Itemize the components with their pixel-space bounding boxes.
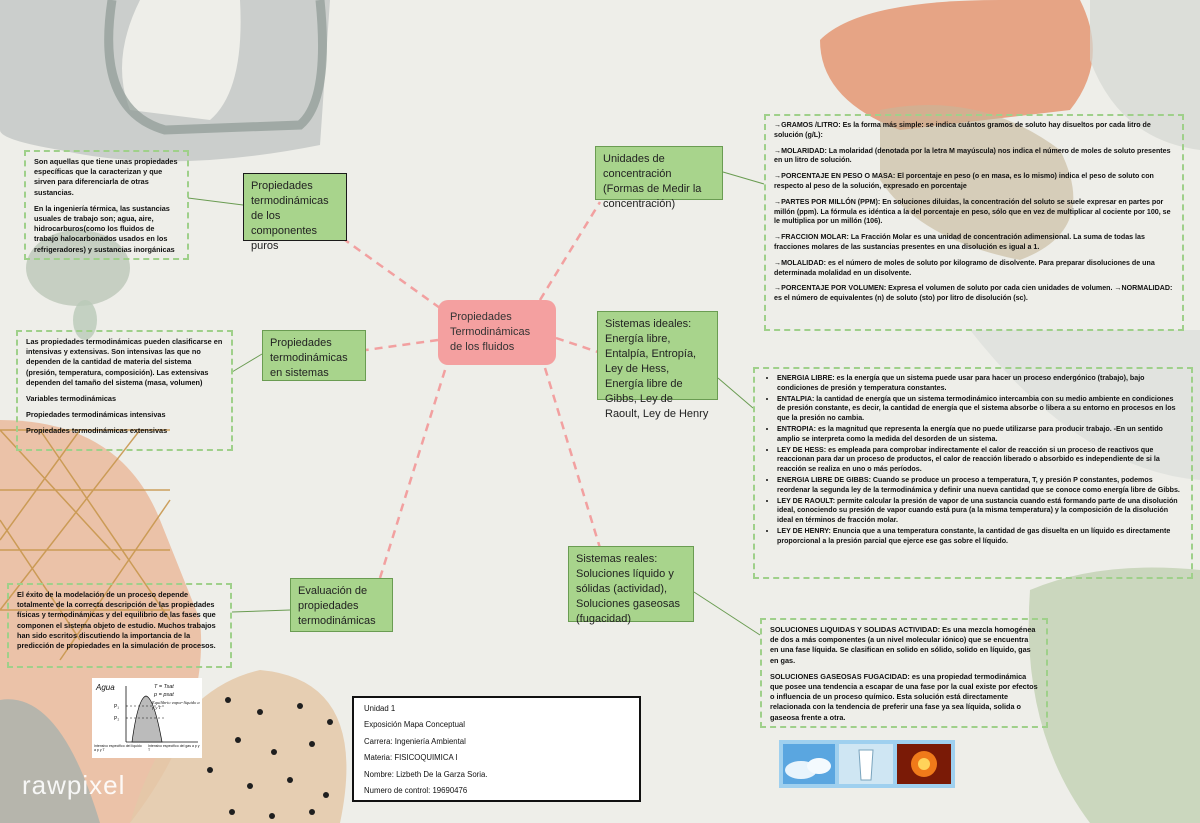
list-item: ENTROPIA: es la magnitud que representa …: [777, 425, 1183, 445]
detail-list: ENERGIA LIBRE: es la energía que un sist…: [763, 374, 1183, 547]
node-sistemas-ideales-label: Sistemas ideales: Energía libre, Entalpí…: [605, 318, 709, 420]
detail-text: →MOLALIDAD: es el número de moles de sol…: [774, 258, 1155, 277]
node-evaluacion-label: Evaluación de propiedades termodinámicas: [298, 585, 376, 627]
node-sistemas-label: Propiedades termodinámicas en sistemas: [270, 337, 348, 379]
detail-sistemas: Las propiedades termodinámicas pueden cl…: [16, 330, 233, 451]
phase-diagram-p2: P₂: [114, 716, 119, 722]
detail-text: SOLUCIONES GASEOSAS FUGACIDAD: es una pr…: [770, 671, 1038, 722]
phase-diagram-note-right: Intensivo específico del gas a p y T: [148, 744, 200, 752]
info-nombre: Nombre: Lizbeth De la Garza Soria.: [364, 769, 488, 779]
info-carrera: Carrera: Ingeniería Ambiental: [364, 736, 466, 746]
node-sistemas-reales-label: Sistemas reales: Soluciones líquido y só…: [576, 553, 680, 625]
detail-text: Variables termodinámicas: [26, 394, 117, 404]
list-item: LEY DE HENRY: Enuncia que a una temperat…: [777, 527, 1183, 547]
node-sistemas-reales[interactable]: Sistemas reales: Soluciones líquido y só…: [568, 546, 694, 625]
detail-text: Propiedades termodinámicas extensivas: [26, 426, 168, 436]
detail-evaluacion: El éxito de la modelación de un proceso …: [7, 583, 232, 668]
detail-sistemas-reales: SOLUCIONES LIQUIDAS Y SOLIDAS ACTIVIDAD:…: [760, 618, 1048, 728]
detail-text: Propiedades termodinámicas intensivas: [26, 410, 166, 420]
photo-strip-images: [783, 744, 951, 784]
detail-text: →PORCENTAJE POR VOLUMEN: Expresa el volu…: [774, 284, 1173, 303]
detail-text: →GRAMOS /LITRO: Es la forma más simple: …: [774, 121, 1151, 139]
list-item: LEY DE RAOULT: permite calcular la presi…: [777, 497, 1183, 526]
detail-text: →FRACCION MOLAR: La Fracción Molar es un…: [774, 233, 1145, 251]
phase-diagram-p1: P₁: [114, 704, 119, 710]
watermark: rawpixel: [22, 770, 126, 800]
node-componentes-puros-label: Propiedades termodinámicas de los compon…: [251, 180, 329, 252]
detail-sistemas-ideales: ENERGIA LIBRE: es la energía que un sist…: [753, 367, 1193, 579]
detail-text: El éxito de la modelación de un proceso …: [17, 590, 216, 651]
detail-text: En la ingeniería térmica, las sustancias…: [34, 203, 175, 254]
photo-strip: [779, 740, 955, 788]
info-materia: Materia: FISICOQUIMICA I: [364, 753, 458, 763]
detail-text: Las propiedades termodinámicas pueden cl…: [26, 337, 223, 387]
detail-text: →MOLARIDAD: La molaridad (denotada por l…: [774, 146, 1171, 165]
detail-componentes-puros: Son aquellas que tiene unas propiedades …: [24, 150, 189, 260]
list-item: ENERGIA LIBRE DE GIBBS: Cuando se produc…: [777, 476, 1183, 496]
detail-text: Son aquellas que tiene unas propiedades …: [34, 157, 178, 197]
list-item: LEY DE HESS: es empleada para comprobar …: [777, 446, 1183, 475]
info-unidad: Unidad 1: [364, 704, 396, 713]
node-componentes-puros[interactable]: Propiedades termodinámicas de los compon…: [243, 173, 347, 252]
phase-diagram-title: Agua: [95, 683, 115, 692]
phase-diagram-image: Agua P₁ P₂ T = Tsat p = psat Equilibrio …: [92, 678, 202, 758]
detail-text: →PORCENTAJE EN PESO O MASA: El porcentaj…: [774, 172, 1154, 190]
info-control: Numero de control: 19690476: [364, 785, 468, 795]
detail-text: →PARTES POR MILLÓN (PPM): En soluciones …: [774, 197, 1171, 226]
phase-diagram-note-left: Intensivo específico del líquido a p y T: [94, 744, 142, 752]
phase-diagram-figure: Agua P₁ P₂ T = Tsat p = psat Equilibrio …: [94, 683, 200, 752]
detail-text: SOLUCIONES LIQUIDAS Y SOLIDAS ACTIVIDAD:…: [770, 625, 1036, 665]
node-sistemas[interactable]: Propiedades termodinámicas en sistemas: [262, 330, 366, 381]
list-item: ENERGIA LIBRE: es la energía que un sist…: [777, 374, 1183, 394]
phase-diagram-legend-1: T = Tsat: [154, 684, 174, 690]
node-unidades-concentracion[interactable]: Unidades de concentración (Formas de Med…: [595, 146, 723, 210]
node-evaluacion[interactable]: Evaluación de propiedades termodinámicas: [290, 578, 393, 632]
author-info-box: Unidad 1 Exposición Mapa Conceptual Carr…: [352, 696, 641, 802]
info-exposicion: Exposición Mapa Conceptual: [364, 720, 465, 730]
node-sistemas-ideales[interactable]: Sistemas ideales: Energía libre, Entalpí…: [597, 311, 718, 420]
central-concept[interactable]: Propiedades Termodinámicas de los fluido…: [438, 300, 556, 365]
list-item: ENTALPIA: la cantidad de energía que un …: [777, 395, 1183, 424]
phase-diagram-legend-2: p = psat: [153, 692, 174, 698]
node-unidades-concentracion-label: Unidades de concentración (Formas de Med…: [603, 153, 702, 210]
central-concept-label: Propiedades Termodinámicas de los fluido…: [450, 311, 531, 353]
detail-unidades-concentracion: →GRAMOS /LITRO: Es la forma más simple: …: [764, 114, 1184, 331]
phase-diagram-legend-3: Equilibrio vapor-líquido a p y T: [152, 700, 200, 710]
